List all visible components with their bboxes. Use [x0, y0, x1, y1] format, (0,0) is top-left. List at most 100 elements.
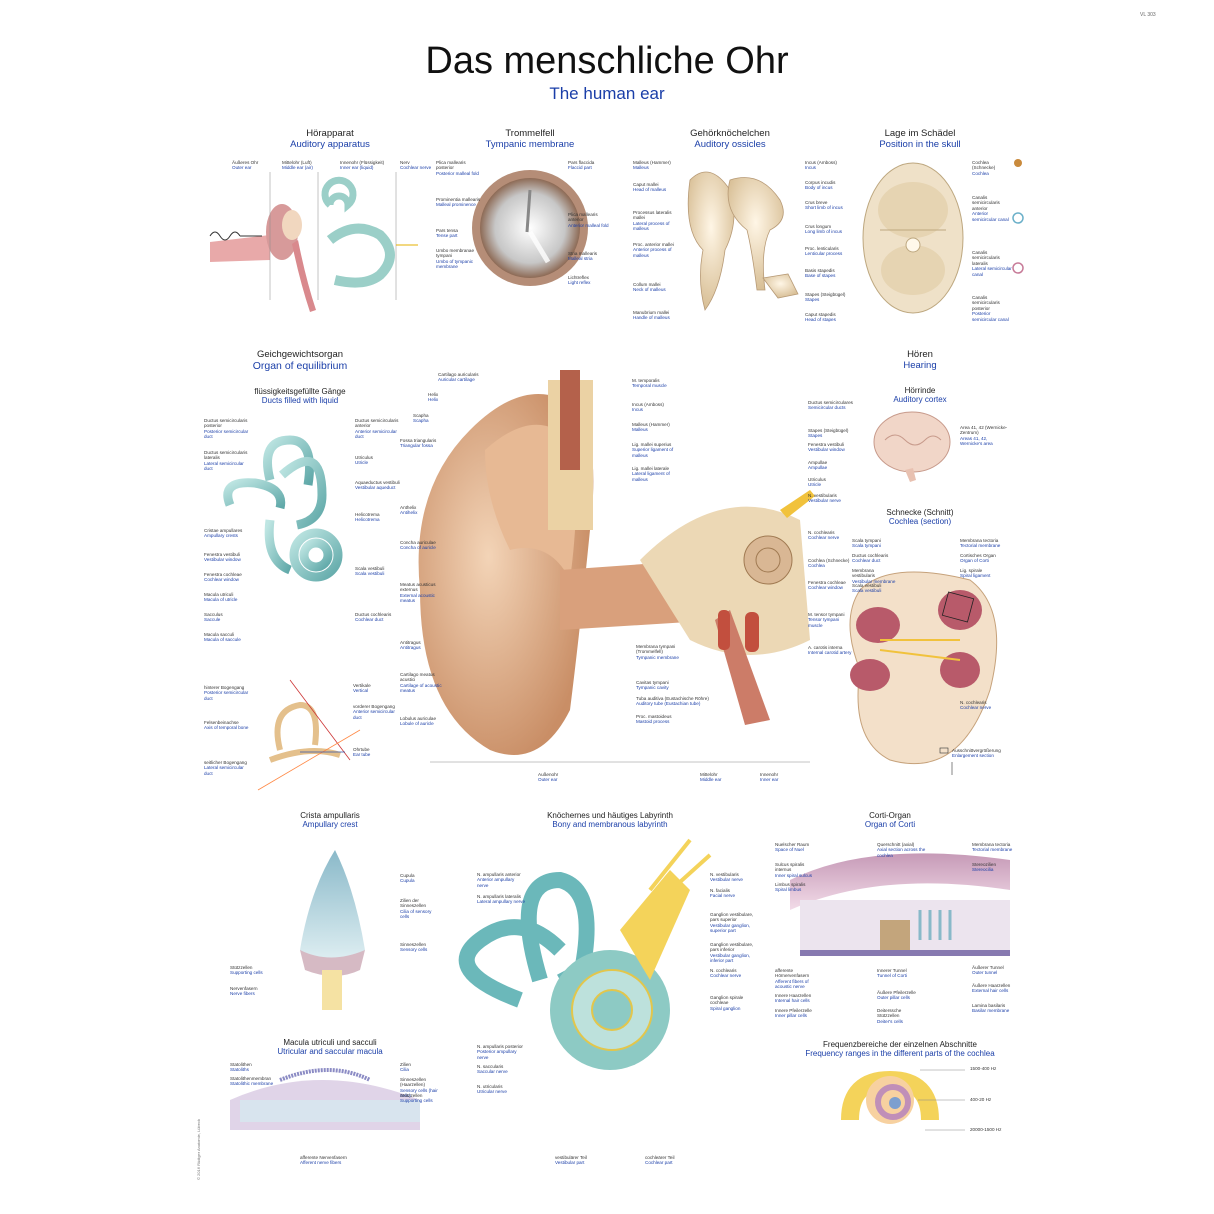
frequency-cochlea-illustration	[841, 1069, 965, 1131]
equilibrium-organ-illustration	[223, 435, 343, 582]
orientation-illustration	[257, 679, 361, 791]
page-title: Das menschliche Ohr	[425, 40, 789, 82]
tympanic-membrane-illustration	[472, 170, 588, 286]
label-fr-3: 20000-1500 Hz	[970, 1127, 1002, 1132]
skull-illustration	[862, 159, 1024, 314]
label-m-membrana: Membrana tympani (Trommelfell)Tympanic m…	[636, 644, 679, 660]
label-fr-2: 400-20 Hz	[970, 1097, 992, 1102]
label-m-tuba: Tuba auditiva (Eustachische Röhre)Audito…	[636, 696, 709, 707]
main-ear-illustration	[418, 370, 815, 763]
label-h-areas: Area 41, 42 (Wernicke-Zentrum)Areas 41, …	[960, 425, 1008, 447]
label-fr-1: 1500-400 Hz	[970, 1066, 997, 1071]
macula-illustration	[230, 1068, 420, 1130]
label-os-stapes: Stapes (Steigbügel)Stapes	[805, 292, 846, 303]
label-inner-ear: Innenohr (Flüssigkeit)Inner ear (liquid)	[340, 160, 385, 171]
label-middle-ear: Mittelohr (Luft)Middle ear (air)	[282, 160, 313, 171]
label-os-malleus: Malleus (Hammer)Malleus	[633, 160, 671, 171]
brain-illustration	[873, 411, 951, 482]
labyrinth-illustration	[458, 838, 712, 1070]
corti-illustration	[790, 853, 1010, 956]
label-m-stapes: Stapes (Steigbügel)Stapes	[808, 428, 849, 439]
